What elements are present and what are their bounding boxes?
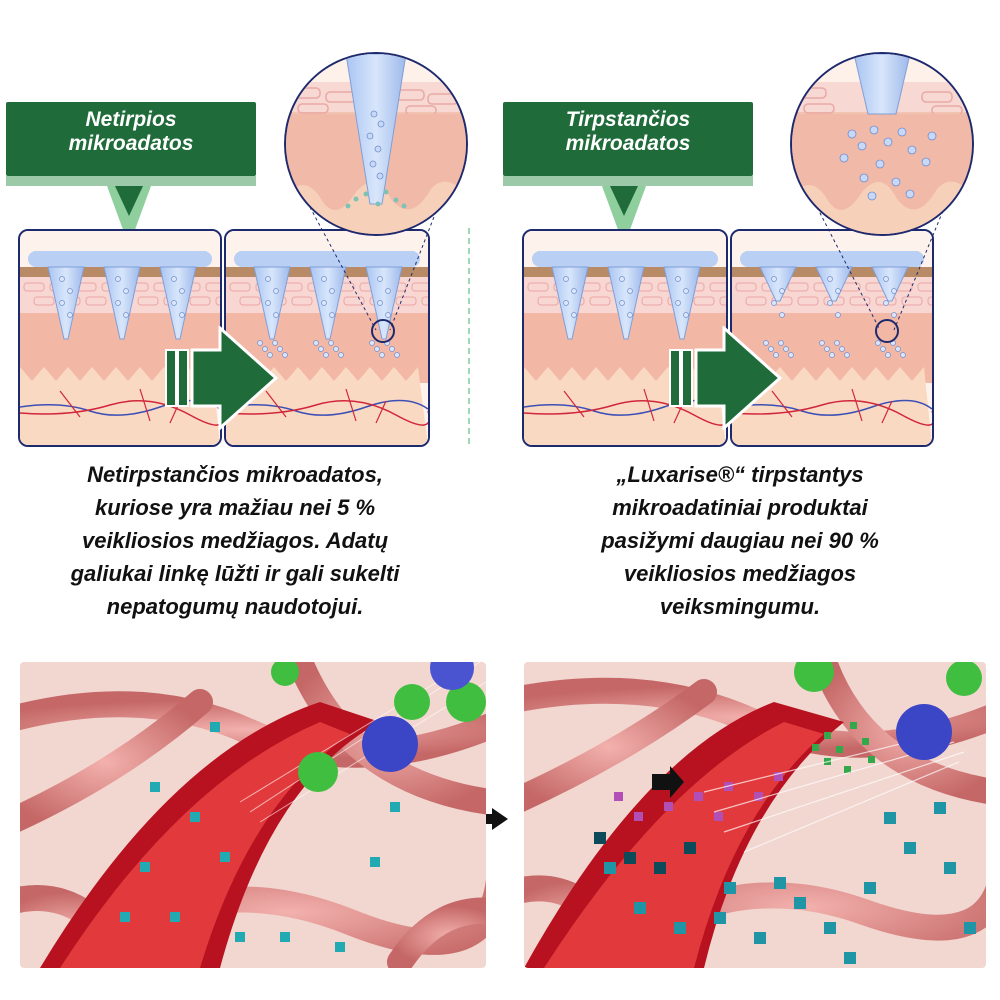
right-arrow-icon (669, 326, 783, 430)
left-label: Netirpios mikroadatos (68, 108, 194, 155)
pointer-right-inner (610, 186, 638, 216)
blood-vessel-image-left (20, 662, 486, 968)
divider (468, 228, 470, 444)
arrow-stem (486, 814, 494, 824)
label-box-left: Netirpios mikroadatos (6, 102, 256, 186)
right-label: Tirpstančios mikroadatos (565, 108, 691, 155)
left-caption: Netirpstančios mikroadatos, kuriose yra … (70, 462, 400, 619)
arrow-icon (652, 766, 684, 798)
zoom-circle-left (284, 52, 468, 236)
right-arrow-icon (492, 808, 508, 830)
right-arrow-icon (165, 326, 279, 430)
pointer-left-inner (115, 186, 143, 216)
blood-vessel-image-right (524, 662, 986, 968)
zoom-circle-right (790, 52, 974, 236)
right-caption: „Luxarise®“ tirpstantys mikroadatiniai p… (601, 462, 879, 619)
skin-diagram (732, 231, 932, 445)
label-shadow (503, 176, 753, 186)
label-shadow (6, 176, 256, 186)
label-box-right: Tirpstančios mikroadatos (503, 102, 753, 186)
